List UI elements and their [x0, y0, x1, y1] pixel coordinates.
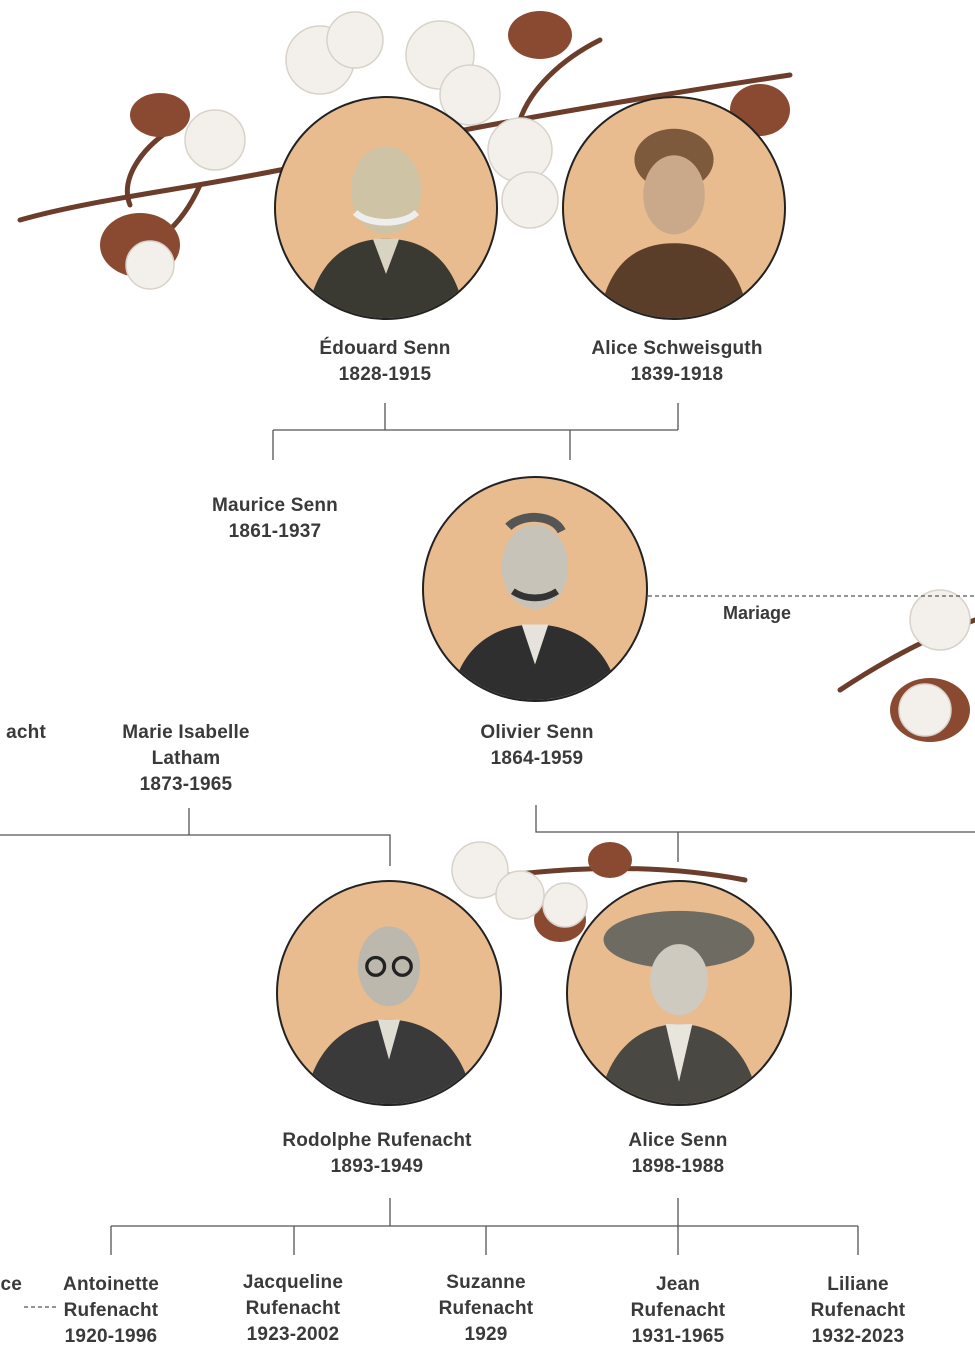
person-jacqueline-rufenacht: Jacqueline Rufenacht 1923-2002 — [222, 1270, 364, 1348]
person-years: 1893-1949 — [330, 1156, 424, 1177]
person-years: 1923-2002 — [246, 1324, 340, 1345]
person-name: Olivier Senn — [480, 722, 594, 743]
person-years: 1873-1965 — [139, 774, 233, 795]
person-suzanne-rufenacht: Suzanne Rufenacht 1929 — [415, 1270, 557, 1348]
person-years: 1898-1988 — [631, 1156, 725, 1177]
portrait-photo-icon — [599, 910, 759, 1104]
person-name: Rodolphe Rufenacht — [282, 1130, 472, 1151]
person-left-cut-bottom: ce — [0, 1272, 22, 1298]
portrait-alice-schweisguth — [562, 96, 786, 320]
person-name: Suzanne — [446, 1272, 526, 1293]
person-name: Jacqueline — [242, 1272, 344, 1293]
person-name: Rufenacht — [63, 1300, 159, 1321]
portrait-rodolphe-rufenacht — [276, 880, 502, 1106]
person-name: Jean — [655, 1274, 701, 1295]
connector-line — [110, 1198, 859, 1255]
portrait-edouard-senn — [274, 96, 498, 320]
person-name: Liliane — [827, 1274, 889, 1295]
person-alice-schweisguth: Alice Schweisguth 1839-1918 — [563, 336, 791, 388]
marriage-label: Mariage — [723, 603, 792, 623]
person-name: Rufenacht — [630, 1300, 726, 1321]
person-name: Alice Senn — [628, 1130, 728, 1151]
person-liliane-rufenacht: Liliane Rufenacht 1932-2023 — [787, 1272, 929, 1350]
person-name: Alice Schweisguth — [591, 338, 763, 359]
person-edouard-senn: Édouard Senn 1828-1915 — [285, 336, 485, 388]
portrait-photo-icon — [304, 926, 474, 1104]
person-antoinette-rufenacht: Antoinette Rufenacht 1920-1996 — [41, 1272, 181, 1350]
person-years: 1864-1959 — [490, 748, 584, 769]
portrait-photo-icon — [450, 512, 620, 700]
person-name: Latham — [151, 748, 221, 769]
person-marie-isabelle-latham: Marie Isabelle Latham 1873-1965 — [96, 720, 276, 798]
person-years: 1839-1918 — [630, 364, 724, 385]
person-maurice-senn: Maurice Senn 1861-1937 — [175, 493, 375, 545]
portrait-photo-icon — [306, 146, 466, 318]
person-years: 1920-1996 — [64, 1326, 158, 1347]
person-name: Antoinette — [63, 1274, 159, 1295]
person-name: Maurice Senn — [212, 495, 338, 516]
person-name: ce — [0, 1274, 22, 1295]
person-name: acht — [6, 722, 46, 743]
person-left-cut: acht — [0, 720, 46, 746]
connector-line — [0, 808, 391, 866]
person-olivier-senn: Olivier Senn 1864-1959 — [437, 720, 637, 772]
portrait-alice-senn — [566, 880, 792, 1106]
person-years: 1931-1965 — [631, 1326, 725, 1347]
person-rodolphe-rufenacht: Rodolphe Rufenacht 1893-1949 — [257, 1128, 497, 1180]
person-jean-rufenacht: Jean Rufenacht 1931-1965 — [607, 1272, 749, 1350]
person-years: 1828-1915 — [338, 364, 432, 385]
person-years: 1861-1937 — [228, 521, 322, 542]
person-name: Marie Isabelle — [122, 722, 250, 743]
connector-line — [535, 805, 975, 862]
connector-line — [272, 403, 679, 460]
portrait-photo-icon — [599, 128, 749, 318]
person-name: Édouard Senn — [319, 338, 451, 359]
person-name: Rufenacht — [245, 1298, 341, 1319]
person-alice-senn: Alice Senn 1898-1988 — [578, 1128, 778, 1180]
person-name: Rufenacht — [810, 1300, 906, 1321]
portrait-olivier-senn — [422, 476, 648, 702]
person-years: 1929 — [464, 1324, 508, 1345]
person-name: Rufenacht — [438, 1298, 534, 1319]
person-years: 1932-2023 — [811, 1326, 905, 1347]
